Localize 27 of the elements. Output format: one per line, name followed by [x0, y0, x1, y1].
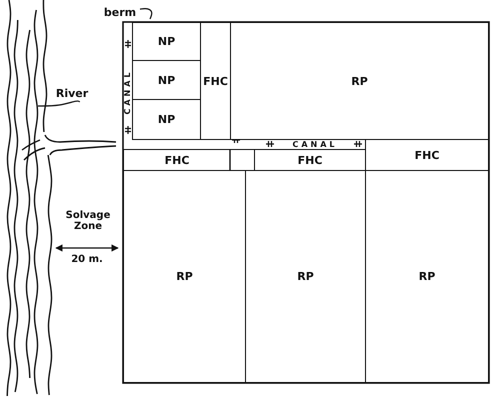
pond-label: NP — [158, 113, 176, 126]
pond-box — [365, 170, 489, 383]
pond-label: FHC — [414, 148, 440, 162]
pond-label: FHC — [164, 154, 190, 166]
pond-label: RP — [418, 270, 436, 283]
leader-line — [38, 100, 80, 107]
pond-box — [365, 139, 489, 171]
pond-label: FHC — [203, 74, 228, 88]
canal-label: CANAL — [291, 140, 339, 148]
pond-box — [132, 99, 201, 140]
zone-label: Solvage Zone — [64, 210, 112, 232]
callout-text: berm — [104, 6, 136, 18]
canal-label: CANAL — [124, 68, 132, 117]
pond-box — [132, 22, 201, 61]
pond-box — [123, 149, 255, 171]
pond-label: FHC — [298, 154, 322, 166]
pond-label: NP — [158, 35, 176, 48]
pond-box — [230, 22, 489, 140]
pond-label: RP — [351, 74, 368, 88]
pond-box — [200, 22, 231, 140]
pond-label: NP — [158, 74, 176, 86]
pond-label: RP — [176, 270, 193, 283]
pond-box — [123, 170, 246, 383]
dimension-label: 20 m. — [70, 254, 104, 265]
pond-label: RP — [297, 270, 314, 283]
callout-text: River — [56, 86, 88, 100]
leader-line — [140, 8, 152, 20]
